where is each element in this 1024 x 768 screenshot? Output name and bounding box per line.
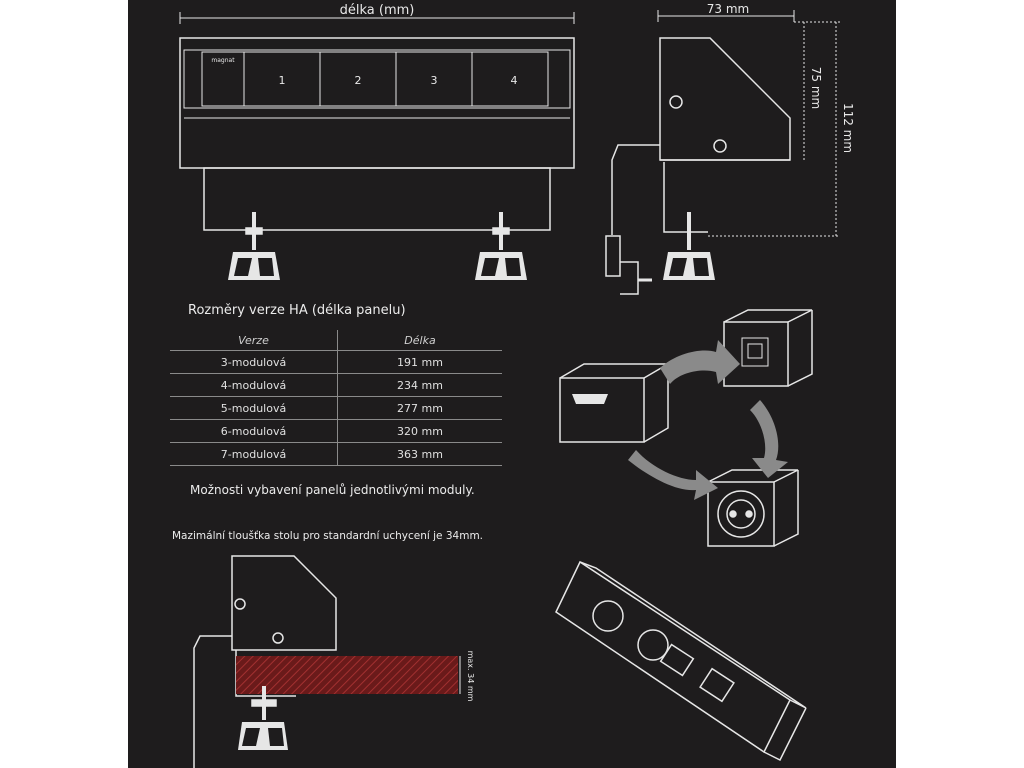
side-profile [659, 37, 791, 161]
length-label: délka (mm) [340, 3, 415, 18]
brand-logo-text: magnat [211, 57, 235, 64]
module-4 [471, 51, 549, 107]
product-isometric [555, 560, 807, 762]
front-view [179, 12, 575, 280]
cable [611, 144, 660, 235]
panel-body [179, 37, 575, 169]
length-cell: 320 mm [337, 419, 502, 443]
cycle-arrows [628, 340, 788, 500]
product-drawing-panel: délka (mm) magnat 1 2 3 4 73 mm 75 mm 11… [128, 0, 896, 768]
module-cycle [559, 309, 813, 547]
module-label-4: 4 [511, 74, 518, 87]
thickness-drawing [193, 555, 461, 768]
panel-side-small [231, 555, 337, 651]
length-cell: 277 mm [337, 396, 502, 420]
depth-label: 73 mm [707, 2, 749, 16]
total-height-label: 112 mm [841, 103, 855, 153]
desk-board [236, 656, 458, 694]
socket-module-cube [707, 469, 799, 547]
serial-port-icon [572, 394, 608, 404]
length-cell: 191 mm [337, 350, 502, 374]
max-thickness-note: Mazimální tloušťka stolu pro standardní … [172, 530, 484, 542]
version-cell: 7-modulová [170, 442, 338, 466]
header-version: Verze [170, 330, 338, 351]
version-cell: 4-modulová [170, 373, 338, 397]
header-length: Délka [404, 333, 436, 347]
version-cell: 6-modulová [170, 419, 338, 443]
clamp-right [475, 212, 527, 280]
module-label-2: 2 [355, 74, 362, 87]
plug [605, 235, 621, 277]
version-cell: 5-modulová [170, 396, 338, 420]
dimensions-table-title: Rozměry verze HA (délka panelu) [188, 303, 406, 318]
module-label-1: 1 [279, 74, 286, 87]
height-label: 75 mm [809, 67, 823, 109]
network-module-cube [723, 309, 813, 387]
module-label-3: 3 [431, 74, 438, 87]
length-cell: 234 mm [337, 373, 502, 397]
version-cell: 3-modulová [170, 350, 338, 374]
serial-module-cube [559, 363, 671, 443]
length-cell: 363 mm [337, 442, 502, 466]
side-view [605, 10, 840, 295]
product-front-face [555, 560, 791, 754]
cable-small [193, 635, 232, 768]
technical-drawing: délka (mm) magnat 1 2 3 4 73 mm 75 mm 11… [179, 2, 855, 768]
clamp-left [228, 212, 280, 280]
max-thickness-label: max. 34 mm [466, 651, 475, 702]
module-options-note: Možnosti vybavení panelů jednotlivými mo… [190, 483, 475, 497]
mounting-bracket [203, 167, 551, 231]
